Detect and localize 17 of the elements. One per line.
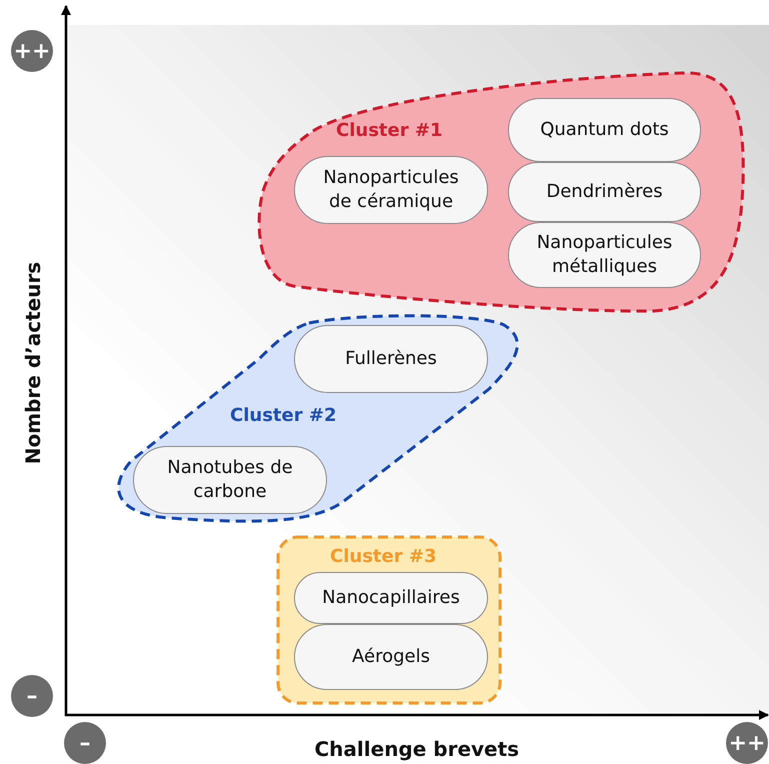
material-pill: Aérogels [294, 624, 488, 690]
axis-max-marker: ++ [726, 722, 768, 764]
material-pill: Fullerènes [294, 325, 488, 393]
material-pill: Quantum dots [508, 98, 701, 162]
material-pill: Nanocapillaires [294, 572, 488, 624]
cluster-title: Cluster #2 [230, 405, 336, 426]
axis-title: Nombre d’acteurs [21, 262, 46, 464]
axis-min-marker: – [11, 675, 53, 717]
material-pill: Nanoparticules métalliques [508, 222, 701, 288]
axis-min-marker: – [64, 722, 106, 764]
axis-title: Challenge brevets [314, 737, 520, 761]
cluster-title: Cluster #1 [336, 120, 442, 141]
cluster-title: Cluster #3 [330, 546, 436, 567]
material-pill: Nanoparticules de céramique [294, 156, 488, 224]
material-pill: Dendrimères [508, 162, 701, 222]
axis-max-marker: ++ [11, 30, 53, 72]
material-pill: Nanotubes de carbone [133, 446, 327, 514]
